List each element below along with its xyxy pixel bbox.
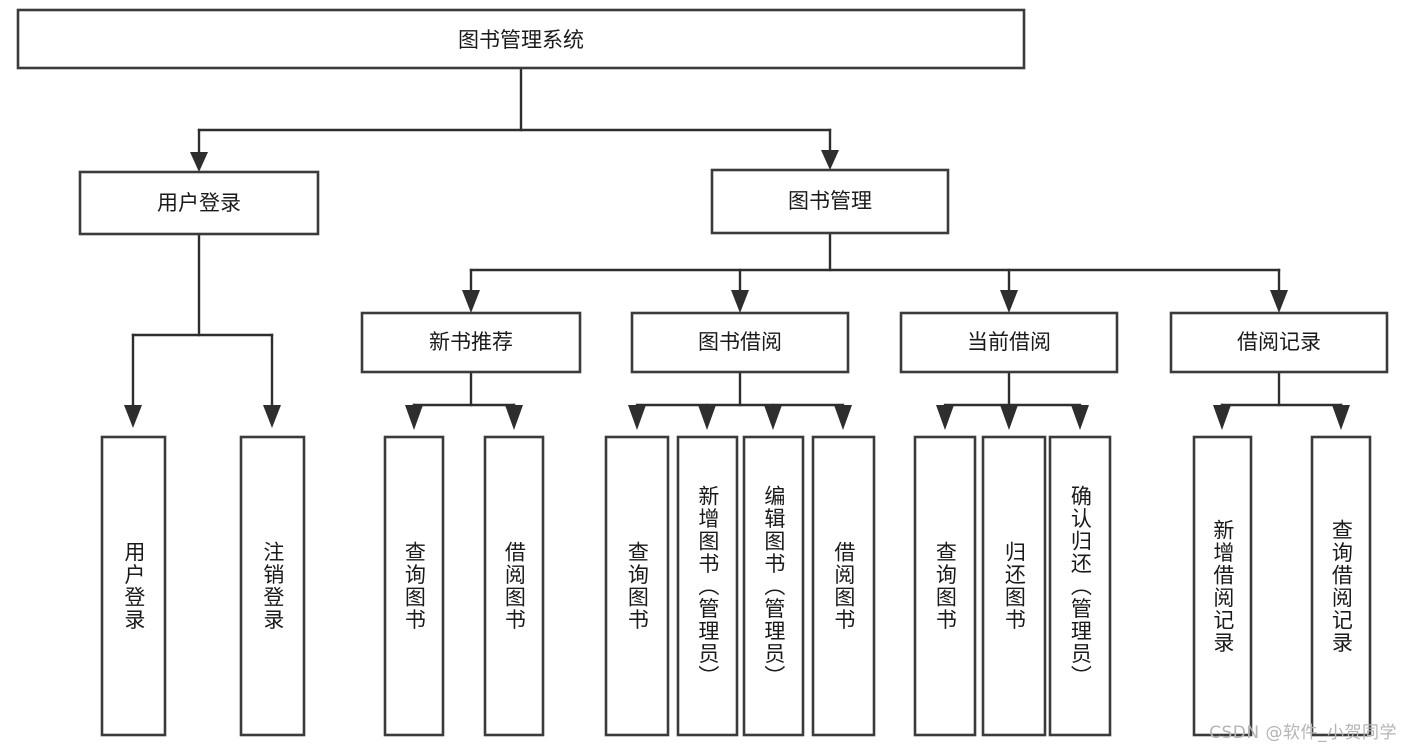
node-leaf-query-book-3-box[interactable] xyxy=(913,435,977,737)
node-leaf-borrow-book-2-box[interactable] xyxy=(811,435,876,737)
arrow-head-book-manage xyxy=(821,150,839,170)
arrow-head-leaf-add-book xyxy=(698,405,716,430)
node-new-book-rec[interactable]: 新书推荐 xyxy=(360,311,582,374)
node-leaf-return-book-box[interactable] xyxy=(981,435,1047,737)
node-user-login-box[interactable] xyxy=(78,170,320,236)
arrow-head-leaf-query-record xyxy=(1332,405,1350,430)
node-borrow-record[interactable]: 借阅记录 xyxy=(1169,311,1389,374)
arrow-head-leaf-add-record xyxy=(1213,405,1231,430)
connector-group-root xyxy=(190,66,839,172)
node-leaf-query-book-2-box[interactable] xyxy=(604,435,670,737)
node-borrow-record-label: 借阅记录 xyxy=(1237,330,1321,354)
connector-group-user-login xyxy=(124,232,281,428)
node-user-login-label: 用户登录 xyxy=(157,191,241,215)
arrow-head-leaf-borrow-book-1 xyxy=(505,405,523,430)
arrow-head-leaf-confirm-return xyxy=(1071,405,1089,430)
node-book-borrow-label: 图书借阅 xyxy=(698,330,782,354)
connector-group-borrow-record xyxy=(1213,370,1350,430)
arrow-head-leaf-user-logout xyxy=(263,405,281,428)
node-book-borrow[interactable]: 图书借阅 xyxy=(630,311,850,374)
node-user-login[interactable]: 用户登录 xyxy=(78,170,320,236)
arrow-head-leaf-borrow-book-2 xyxy=(834,405,852,430)
csdn-watermark: CSDN @软件_小贺同学 xyxy=(1209,723,1397,743)
node-leaf-user-login-box[interactable] xyxy=(100,435,167,737)
arrow-head-leaf-edit-book xyxy=(764,405,782,430)
node-leaf-add-book-box[interactable] xyxy=(676,435,739,737)
node-leaf-edit-book-box[interactable] xyxy=(742,435,805,737)
node-leaf-confirm-return-box[interactable] xyxy=(1048,435,1112,737)
node-book-manage[interactable]: 图书管理 xyxy=(710,168,950,235)
arrow-head-leaf-return-book xyxy=(1000,405,1018,430)
node-leaf-query-record-box[interactable] xyxy=(1310,435,1372,737)
node-leaf-user-logout-box[interactable] xyxy=(239,435,306,737)
arrow-head-book-borrow xyxy=(731,290,749,313)
node-root-label: 图书管理系统 xyxy=(458,28,584,52)
node-new-book-rec-label: 新书推荐 xyxy=(429,330,513,354)
node-current-borrow[interactable]: 当前借阅 xyxy=(899,311,1119,374)
node-book-manage-label: 图书管理 xyxy=(788,189,872,213)
connector-group-book-manage xyxy=(462,231,1288,313)
arrow-head-current-borrow xyxy=(1000,290,1018,313)
node-leaf-borrow-book-1-box[interactable] xyxy=(483,435,545,737)
node-current-borrow-label: 当前借阅 xyxy=(967,330,1051,354)
arrow-head-leaf-user-login xyxy=(124,405,142,428)
arrow-head-new-book-rec xyxy=(462,290,480,313)
node-leaf-query-book-1-box[interactable] xyxy=(383,435,445,737)
node-new-book-rec-box[interactable] xyxy=(360,311,582,374)
arrow-head-borrow-record xyxy=(1270,290,1288,313)
arrow-head-user-login xyxy=(190,152,208,172)
arrow-head-leaf-query-book-3 xyxy=(936,405,954,430)
node-book-borrow-box[interactable] xyxy=(630,311,850,374)
node-leaf-add-record-box[interactable] xyxy=(1192,435,1253,737)
connector-group-current-borrow xyxy=(936,370,1089,430)
arrow-head-leaf-query-book-1 xyxy=(405,405,423,430)
node-root[interactable]: 图书管理系统 xyxy=(16,8,1026,70)
connector-group-new-book-rec xyxy=(405,370,523,430)
node-book-manage-box[interactable] xyxy=(710,168,950,235)
arrow-head-leaf-query-book-2 xyxy=(628,405,646,430)
node-root-box[interactable] xyxy=(16,8,1026,70)
node-borrow-record-box[interactable] xyxy=(1169,311,1389,374)
node-current-borrow-box[interactable] xyxy=(899,311,1119,374)
connector-group-book-borrow xyxy=(628,370,852,430)
